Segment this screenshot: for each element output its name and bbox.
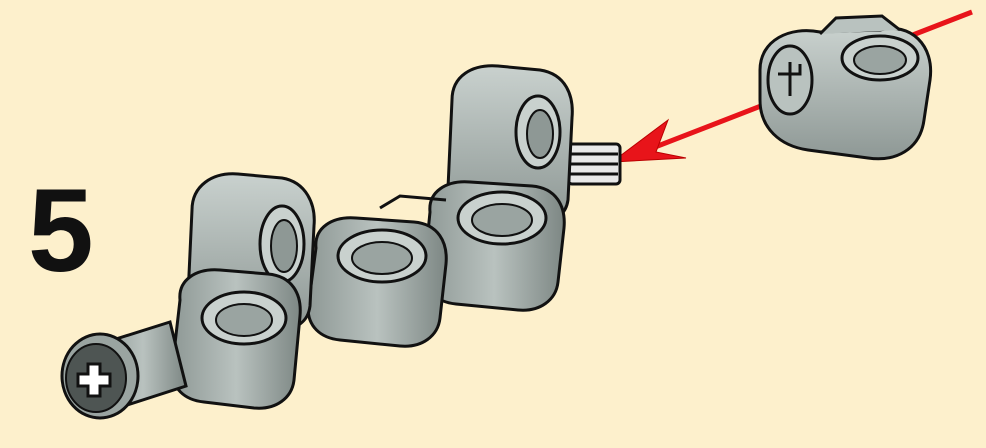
black-pin: [568, 144, 620, 184]
connector-front: [172, 270, 300, 408]
connector-middle: [308, 218, 446, 346]
axle-pin-icon: [62, 322, 186, 418]
loose-connector: [760, 16, 931, 159]
